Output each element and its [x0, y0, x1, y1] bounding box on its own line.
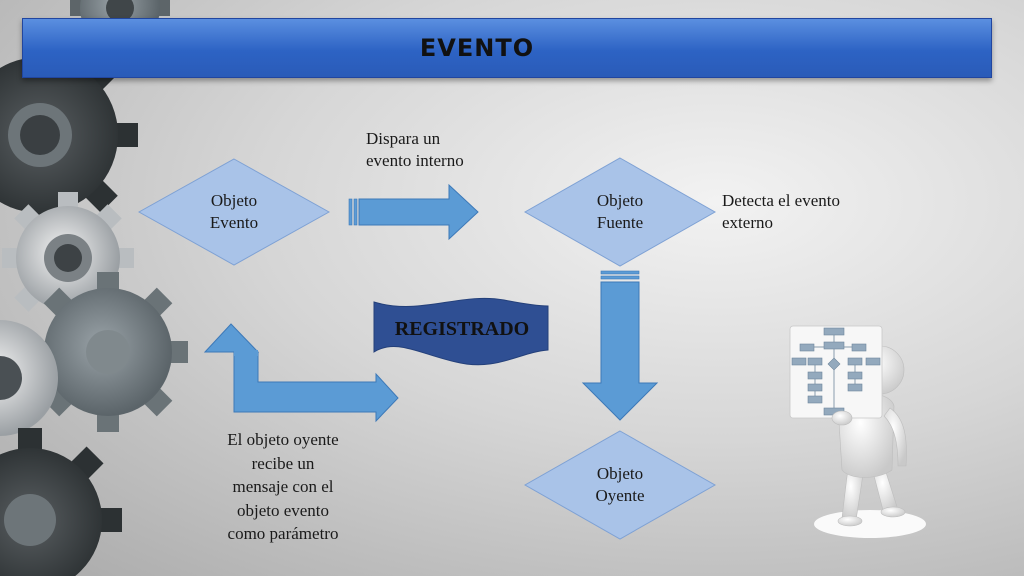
note-line: Detecta el evento [722, 191, 840, 210]
node-label-line: Oyente [595, 486, 645, 505]
node-label-line: Objeto [210, 191, 258, 210]
arrow-bent [203, 323, 399, 423]
node-objeto-fuente: Objeto Fuente [554, 190, 686, 234]
registrado-banner [373, 297, 549, 366]
note-line: externo [722, 213, 773, 232]
note-line: El objeto oyente [227, 430, 339, 449]
registrado-label: REGISTRADO [394, 318, 530, 340]
title-bar: EVENTO [22, 18, 992, 78]
node-objeto-oyente: Objeto Oyente [554, 463, 686, 507]
figure-with-flowchart-icon [789, 325, 926, 538]
note-line: objeto evento [236, 500, 330, 520]
note-line: mensaje con el [232, 477, 334, 496]
arrow-down [581, 270, 659, 421]
arrow-right [348, 183, 479, 241]
note-line: Dispara un [366, 129, 441, 148]
diamond-objeto-oyente [524, 430, 716, 540]
diamond-objeto-evento [138, 158, 330, 266]
note-mensaje: El objeto oyente recibe un mensaje con e… [198, 428, 368, 546]
note-line: evento interno [366, 151, 464, 170]
node-objeto-evento: Objeto Evento [168, 190, 300, 234]
gears-decoration [0, 0, 188, 576]
gear-icon [0, 428, 122, 576]
gear-icon [2, 192, 134, 324]
node-label-line: Evento [209, 213, 259, 232]
note-line: recibe un [251, 453, 315, 473]
node-label-line: Objeto [596, 464, 644, 483]
node-label-line: Objeto [596, 191, 644, 210]
page-title: EVENTO [419, 34, 535, 62]
gear-icon [0, 320, 58, 436]
note-dispara: Dispara un evento interno [366, 128, 464, 172]
note-line: como parámetro [227, 524, 339, 543]
node-label-line: Fuente [596, 213, 644, 232]
note-detecta: Detecta el evento externo [722, 190, 840, 234]
diamond-objeto-fuente [524, 157, 716, 267]
